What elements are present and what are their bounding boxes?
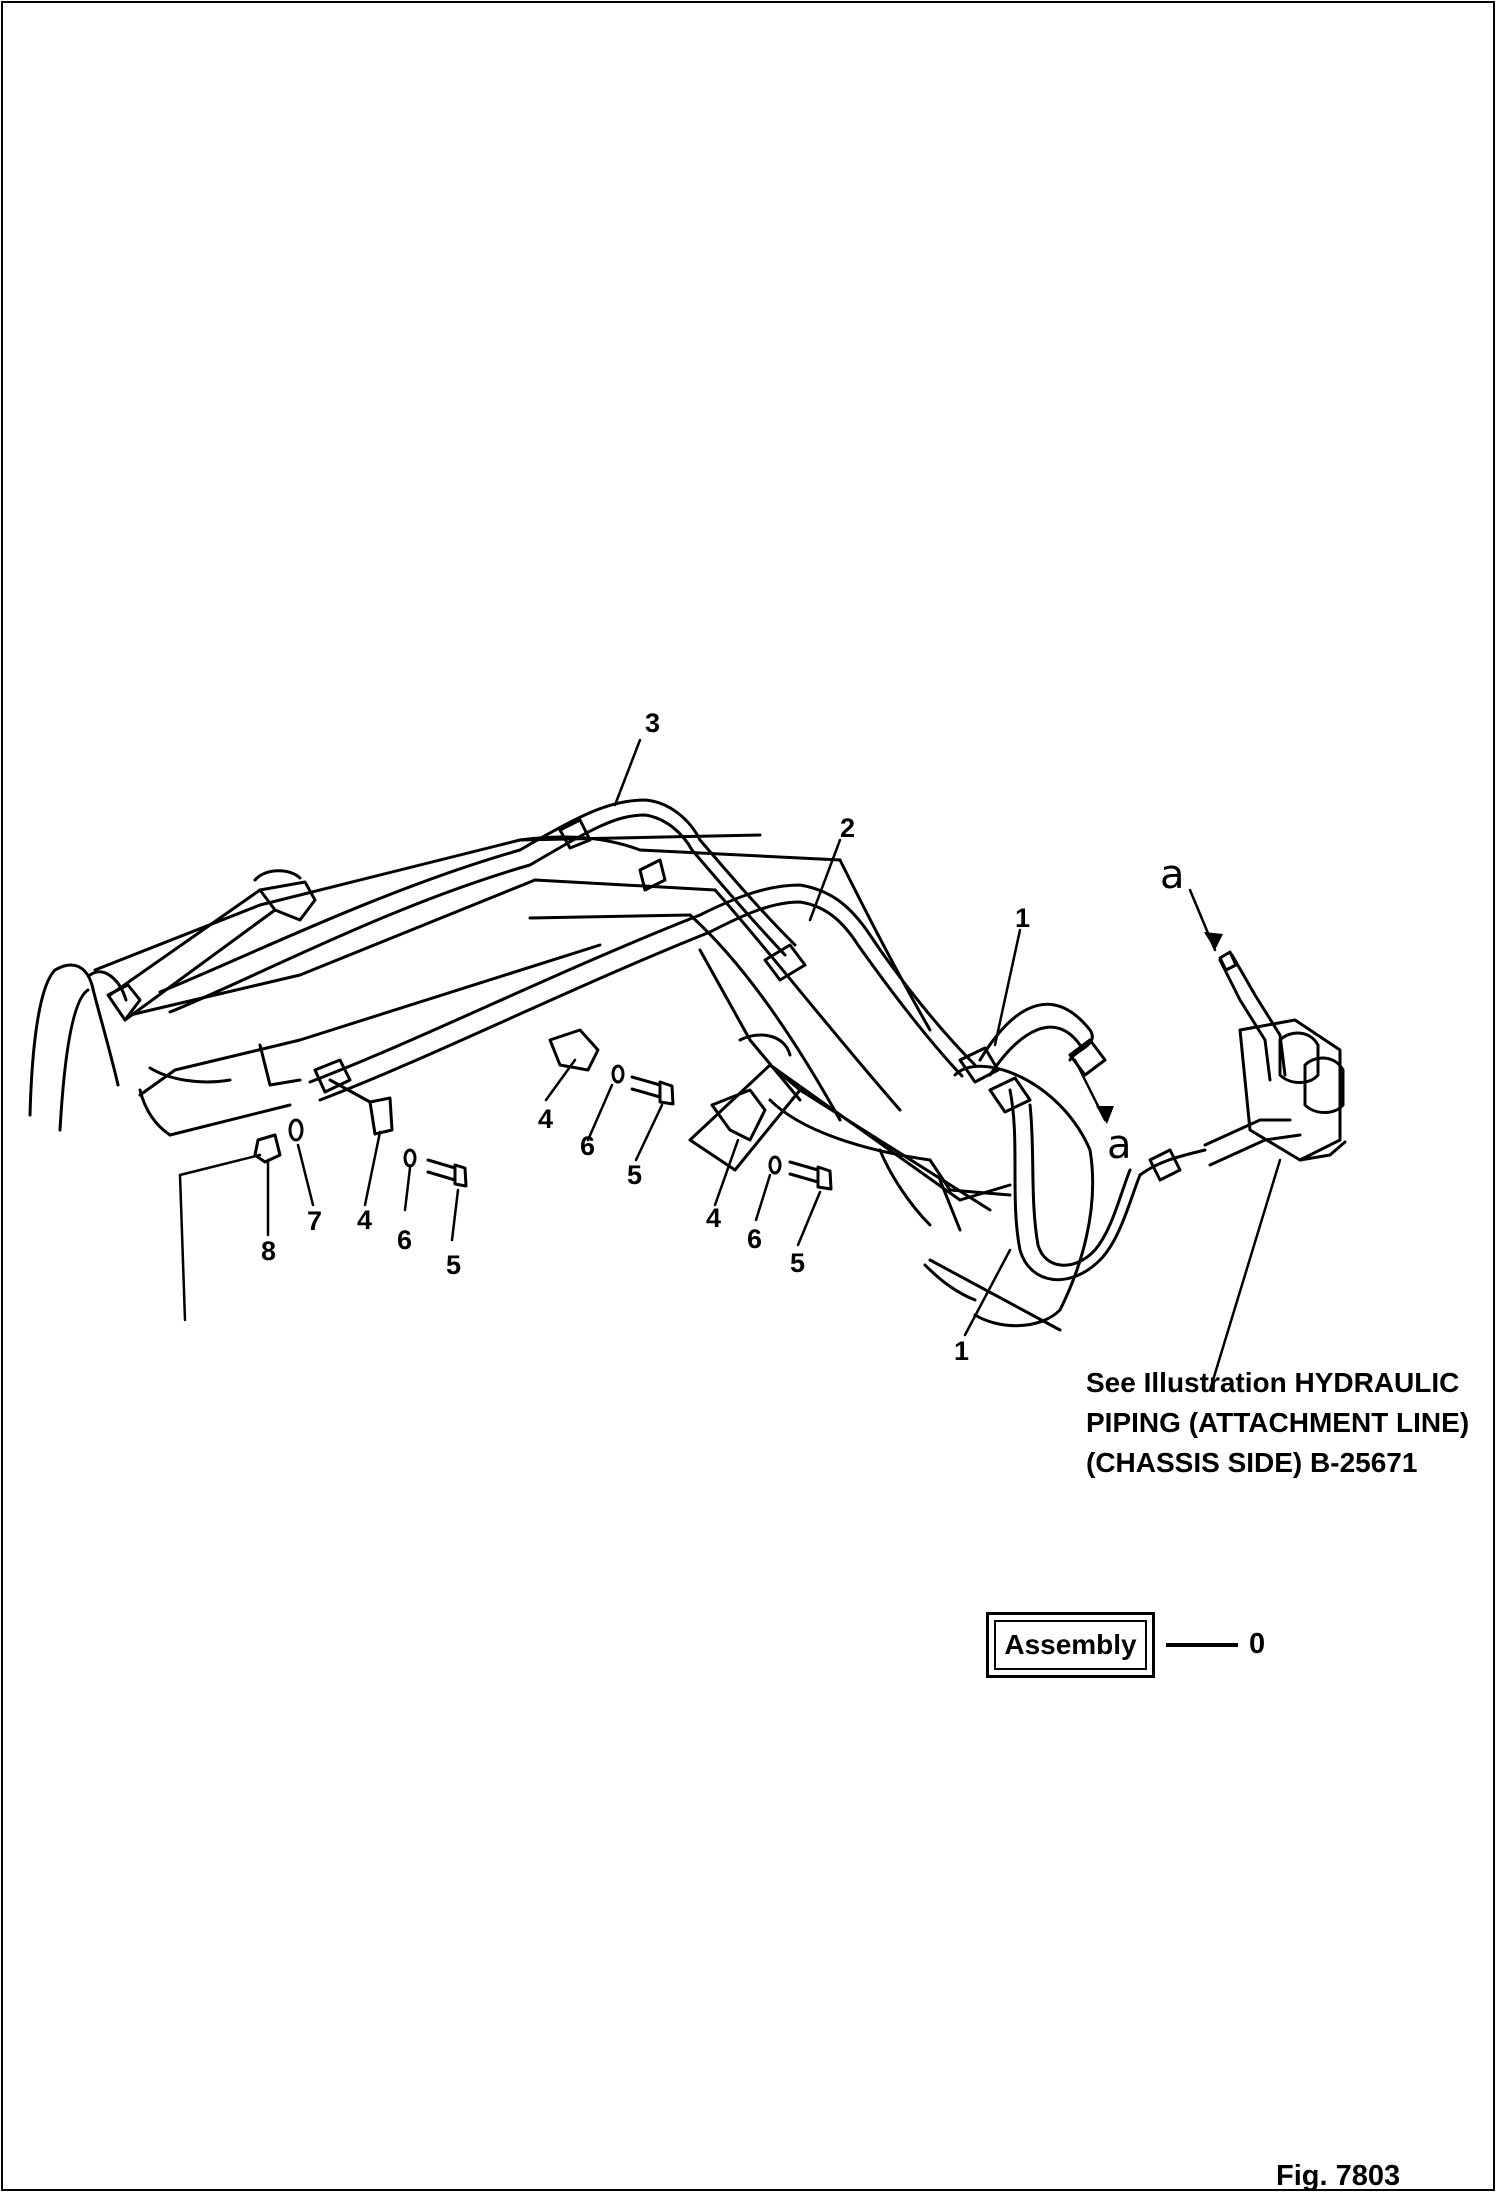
bolt-5-right bbox=[788, 1160, 833, 1191]
callout-4-mid: 4 bbox=[538, 1104, 554, 1134]
reference-note-line-1: See Illustration HYDRAULIC bbox=[1086, 1367, 1460, 1398]
valve-block bbox=[1203, 950, 1347, 1167]
bolt-5-left bbox=[426, 1158, 468, 1188]
boom-body bbox=[93, 833, 1095, 1332]
reference-note: See Illustration HYDRAULIC PIPING (ATTAC… bbox=[1086, 1363, 1496, 1483]
clamp-4-left bbox=[328, 1078, 394, 1136]
bolt-5-mid bbox=[630, 1075, 675, 1106]
connection-letter-a-mid: a bbox=[1107, 1122, 1132, 1168]
washer-6-left bbox=[403, 1148, 417, 1168]
assembly-value: 0 bbox=[1249, 1628, 1266, 1660]
hose-1 bbox=[978, 1002, 1207, 1282]
pipe-3 bbox=[158, 798, 807, 1014]
washer-7 bbox=[288, 1118, 304, 1142]
nut-8 bbox=[253, 1133, 282, 1164]
clamp-4-mid bbox=[548, 1028, 600, 1072]
connection-arrows bbox=[1096, 932, 1223, 1124]
callout-5-mid: 5 bbox=[627, 1160, 643, 1190]
figure-label: Fig. 7803 bbox=[1276, 2160, 1401, 2192]
callout-5-right: 5 bbox=[790, 1248, 806, 1278]
callout-2: 2 bbox=[840, 813, 856, 843]
assembly-label: Assembly bbox=[994, 1620, 1147, 1670]
reference-note-line-2: PIPING (ATTACHMENT LINE) bbox=[1086, 1407, 1470, 1438]
pipe-2 bbox=[308, 883, 1032, 1114]
assembly-box: Assembly bbox=[986, 1612, 1155, 1678]
arm-cylinder bbox=[106, 869, 317, 1022]
callout-4-left: 4 bbox=[357, 1205, 373, 1235]
callout-6-right: 6 bbox=[747, 1224, 763, 1254]
leader-lines bbox=[178, 738, 1282, 1392]
connection-letter-a-top: a bbox=[1160, 852, 1185, 898]
callout-1-bottom: 1 bbox=[954, 1336, 970, 1366]
callout-4-right: 4 bbox=[706, 1203, 722, 1233]
callout-7: 7 bbox=[307, 1206, 323, 1236]
callout-6-left: 6 bbox=[397, 1225, 413, 1255]
assembly-connector-line bbox=[1166, 1643, 1238, 1647]
callout-8: 8 bbox=[261, 1236, 277, 1266]
callout-1-top: 1 bbox=[1015, 903, 1031, 933]
bucket-cylinder bbox=[688, 1033, 1012, 1212]
callout-5-left: 5 bbox=[446, 1250, 462, 1280]
washer-6-right bbox=[768, 1155, 782, 1175]
clamp-4-right bbox=[710, 1088, 767, 1142]
washer-6-mid bbox=[611, 1064, 625, 1084]
callout-6-mid: 6 bbox=[580, 1131, 596, 1161]
reference-note-line-3: (CHASSIS SIDE) B-25671 bbox=[1086, 1447, 1418, 1478]
callout-3: 3 bbox=[645, 708, 661, 738]
